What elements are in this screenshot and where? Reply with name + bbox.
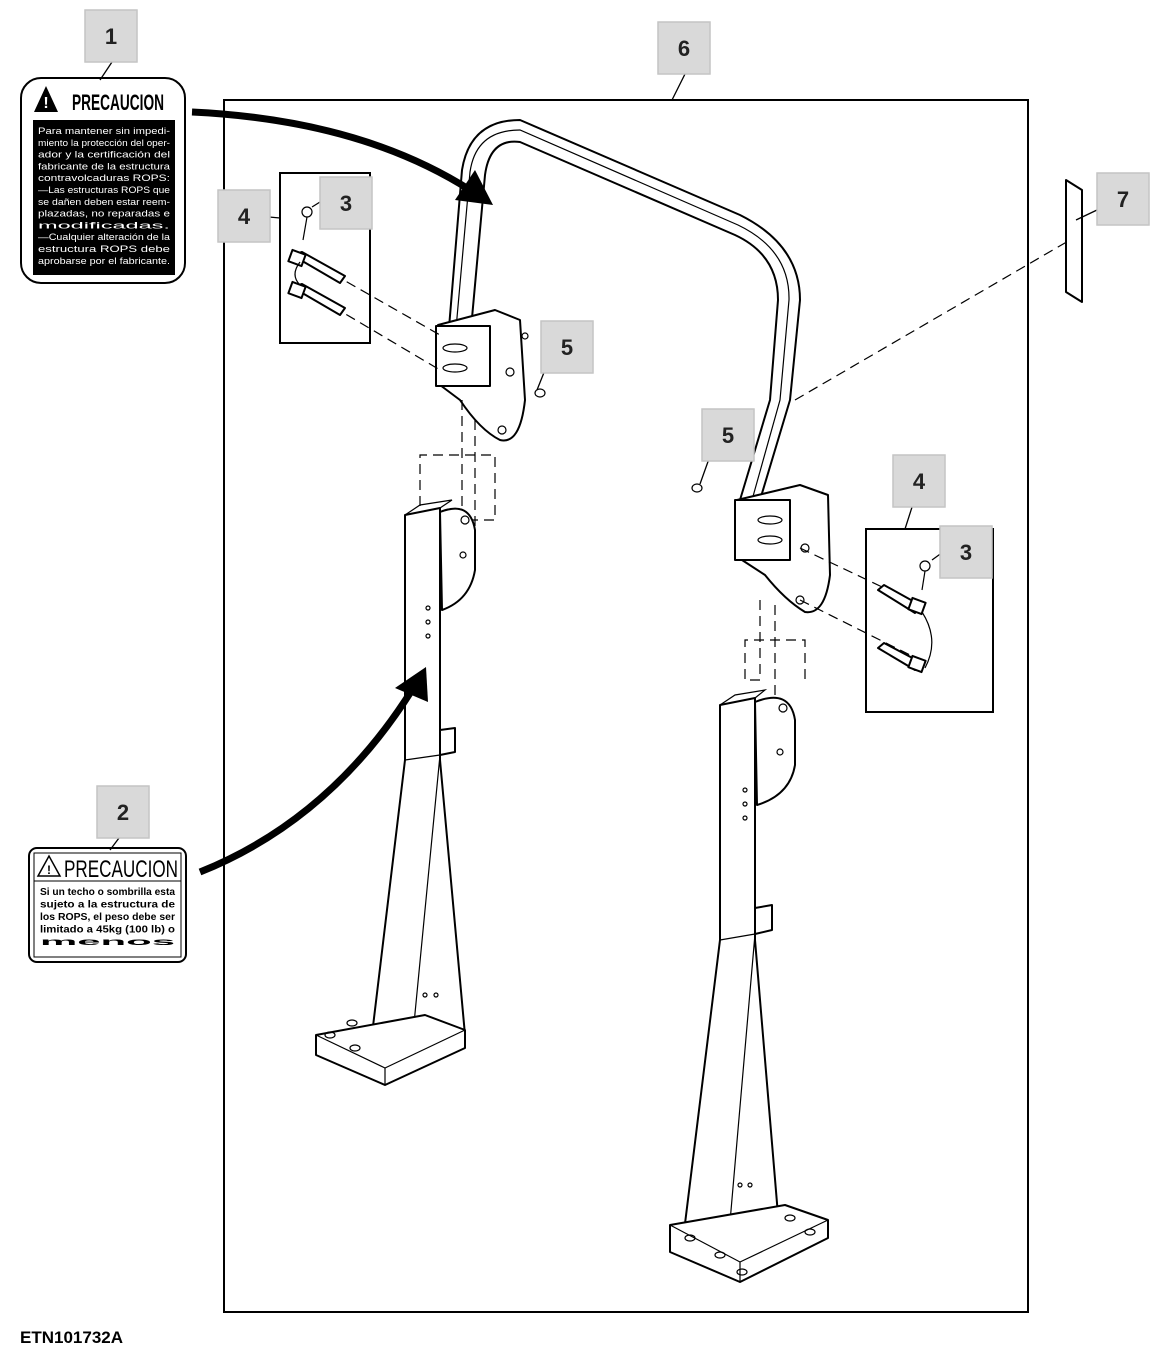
svg-text:1: 1 — [105, 24, 117, 49]
callout-5-right: 5 — [701, 408, 755, 462]
svg-text:4: 4 — [913, 469, 926, 494]
svg-text:!: ! — [47, 863, 51, 877]
warning-triangle-icon — [34, 86, 58, 112]
decal-text-line: estructura ROPS debe — [38, 244, 170, 254]
warning-triangle-icon-2 — [36, 854, 62, 877]
decal-text-line: se dañen deben estar reem- — [38, 197, 170, 207]
decal1-body: Para mantener sin impedi-miento la prote… — [38, 126, 171, 266]
decal1-text-panel — [33, 120, 175, 275]
decal-text-line: —Cualquier alteración de la — [38, 232, 171, 242]
right-hoop-bracket — [734, 484, 831, 614]
svg-text:3: 3 — [960, 540, 972, 565]
decal-text-line: sujeto a la estructura de — [40, 899, 175, 911]
decal2-heading: PRECAUCION — [64, 856, 178, 883]
decal-text-line: fabricante de la estructura — [38, 161, 171, 171]
left-post — [315, 499, 476, 1086]
callout-5-left: 5 — [540, 320, 594, 374]
decal-text-line: limitado a 45kg (100 lb) o — [40, 924, 175, 936]
decal1-arrow — [191, 108, 493, 205]
svg-text:3: 3 — [340, 191, 352, 216]
decal-text-line: menos — [40, 936, 176, 948]
svg-text:2: 2 — [117, 800, 129, 825]
leader-lines — [99, 61, 1098, 851]
left-hoop-bracket — [435, 309, 529, 442]
retaining-ring-right — [691, 483, 703, 493]
caution-decal-1: ! PRECAUCION Para mantener sin impedi-mi… — [20, 77, 186, 284]
callout-1: 1 — [84, 9, 138, 63]
decal-text-line: contravolcaduras ROPS: — [38, 173, 170, 183]
assembly-frame — [223, 99, 1029, 1313]
svg-text:!: ! — [43, 95, 48, 112]
left-pin-kit — [279, 172, 371, 344]
svg-text:6: 6 — [678, 36, 690, 61]
decal1-heading: PRECAUCION — [72, 90, 164, 115]
callout-7: 7 — [1096, 172, 1150, 226]
right-post — [669, 689, 829, 1283]
callout-3-left: 3 — [319, 176, 373, 230]
callout-2: 2 — [96, 785, 150, 839]
callout-3-right: 3 — [939, 525, 993, 579]
decal-text-line: —Las estructuras ROPS que — [38, 185, 170, 195]
rops-thin-decal — [1065, 179, 1083, 303]
decal2-arrow — [198, 667, 428, 876]
decal-text-line: aprobarse por el fabricante. — [38, 256, 170, 266]
svg-text:5: 5 — [561, 335, 573, 360]
callout-6: 6 — [657, 21, 711, 75]
decal-text-line: plazadas, no reparadas e — [38, 209, 170, 219]
figure-id: ETN101732A — [20, 1328, 123, 1347]
caution-decal-2: ! PRECAUCION Si un techo o sombrilla est… — [28, 847, 187, 963]
callout-4-left: 4 — [217, 189, 271, 243]
retaining-ring-left — [534, 388, 546, 398]
decal-text-line: modificadas. — [38, 220, 170, 230]
decal-text-line: miento la protección del oper- — [38, 138, 170, 148]
decal-text-line: ador y la certificación del — [38, 150, 170, 160]
svg-text:5: 5 — [722, 423, 734, 448]
decal-text-line: los ROPS, el peso debe ser — [40, 911, 175, 923]
svg-text:7: 7 — [1117, 187, 1129, 212]
decal-text-line: Si un techo o sombrilla esta — [40, 886, 175, 898]
callout-4-right: 4 — [892, 454, 946, 508]
decal-text-line: Para mantener sin impedi- — [38, 126, 170, 136]
rops-hoop — [447, 119, 801, 501]
right-pin-kit — [865, 528, 994, 713]
svg-text:4: 4 — [238, 204, 251, 229]
